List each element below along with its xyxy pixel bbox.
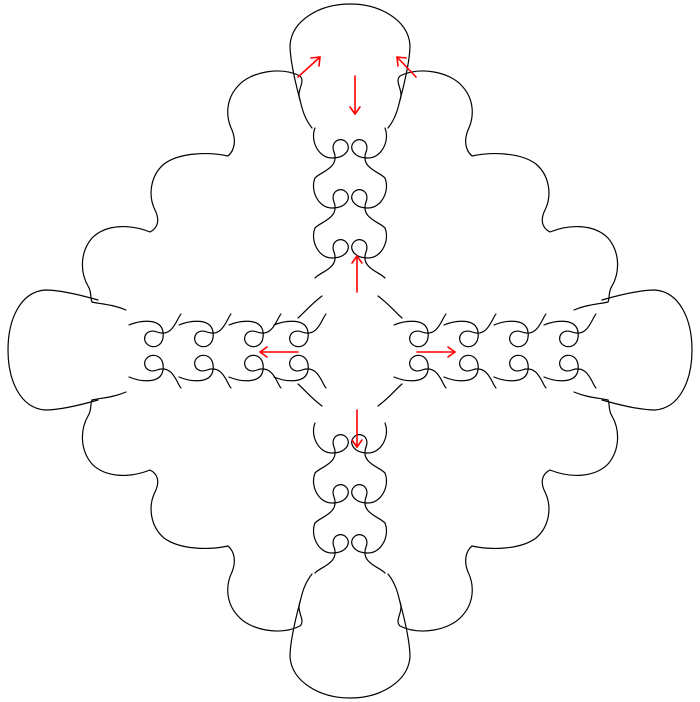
left-loop-upper-1 xyxy=(129,314,181,347)
arrow-center-up xyxy=(352,256,362,292)
connector-se xyxy=(378,384,402,406)
right-loop-upper-4 xyxy=(544,314,596,347)
outer-right-lobe xyxy=(602,290,692,410)
center-connectors xyxy=(92,100,608,602)
outer-edge-upper-right xyxy=(398,71,618,302)
connector-bottom-left xyxy=(300,574,312,602)
connector-sw xyxy=(298,384,322,406)
right-loop-upper-1 xyxy=(394,314,446,347)
right-loop-lower-2 xyxy=(444,355,496,388)
loops-arm-top xyxy=(314,128,387,278)
loops-arm-right xyxy=(394,314,596,388)
top-loop-left-1 xyxy=(314,128,349,178)
outer-edge-lower-right xyxy=(398,400,618,631)
outer-edge-upper-left xyxy=(82,71,302,302)
arrow-top-left xyxy=(298,57,320,77)
left-loop-lower-1 xyxy=(129,355,181,388)
left-loop-upper-2 xyxy=(179,314,231,347)
direction-arrows xyxy=(260,57,455,447)
left-loop-upper-3 xyxy=(229,314,281,347)
loops-arm-left xyxy=(129,314,326,388)
connector-left-bottom xyxy=(92,392,126,400)
connector-ne xyxy=(378,296,402,318)
top-loop-right-2 xyxy=(352,178,387,228)
left-loop-lower-2 xyxy=(179,355,231,388)
connector-right-bottom xyxy=(574,392,608,400)
right-loop-upper-2 xyxy=(444,314,496,347)
right-loop-lower-4 xyxy=(544,355,596,388)
bottom-loop-left-2 xyxy=(314,473,349,523)
connector-right-top xyxy=(574,302,608,310)
connector-top-right xyxy=(388,100,400,128)
outer-bottom-lobe xyxy=(290,602,410,698)
arrow-left xyxy=(260,347,298,357)
left-loop-lower-4 xyxy=(274,355,326,388)
arrow-right xyxy=(417,347,455,357)
connector-top-left xyxy=(300,100,312,128)
right-loop-lower-1 xyxy=(394,355,446,388)
left-loop-lower-3 xyxy=(229,355,281,388)
top-loop-left-2 xyxy=(314,178,349,228)
bottom-loop-right-3 xyxy=(352,523,387,573)
bottom-loop-left-3 xyxy=(314,523,349,573)
arrow-top-center xyxy=(350,76,360,114)
left-loop-upper-4 xyxy=(274,314,326,347)
right-loop-lower-3 xyxy=(494,355,546,388)
loops-arm-bottom xyxy=(314,423,387,573)
top-loop-right-1 xyxy=(352,128,387,178)
right-loop-upper-3 xyxy=(494,314,546,347)
connector-nw xyxy=(298,296,322,318)
connector-left-top xyxy=(92,302,126,310)
outer-left-lobe xyxy=(8,290,98,410)
bottom-loop-right-2 xyxy=(352,473,387,523)
bottom-loop-left-1 xyxy=(314,423,349,473)
connector-bottom-right xyxy=(388,574,400,602)
arrow-center-down xyxy=(352,410,362,447)
outer-edge-lower-left xyxy=(82,400,302,631)
outer-top-lobe xyxy=(290,4,410,100)
top-loop-left-3 xyxy=(314,228,349,278)
